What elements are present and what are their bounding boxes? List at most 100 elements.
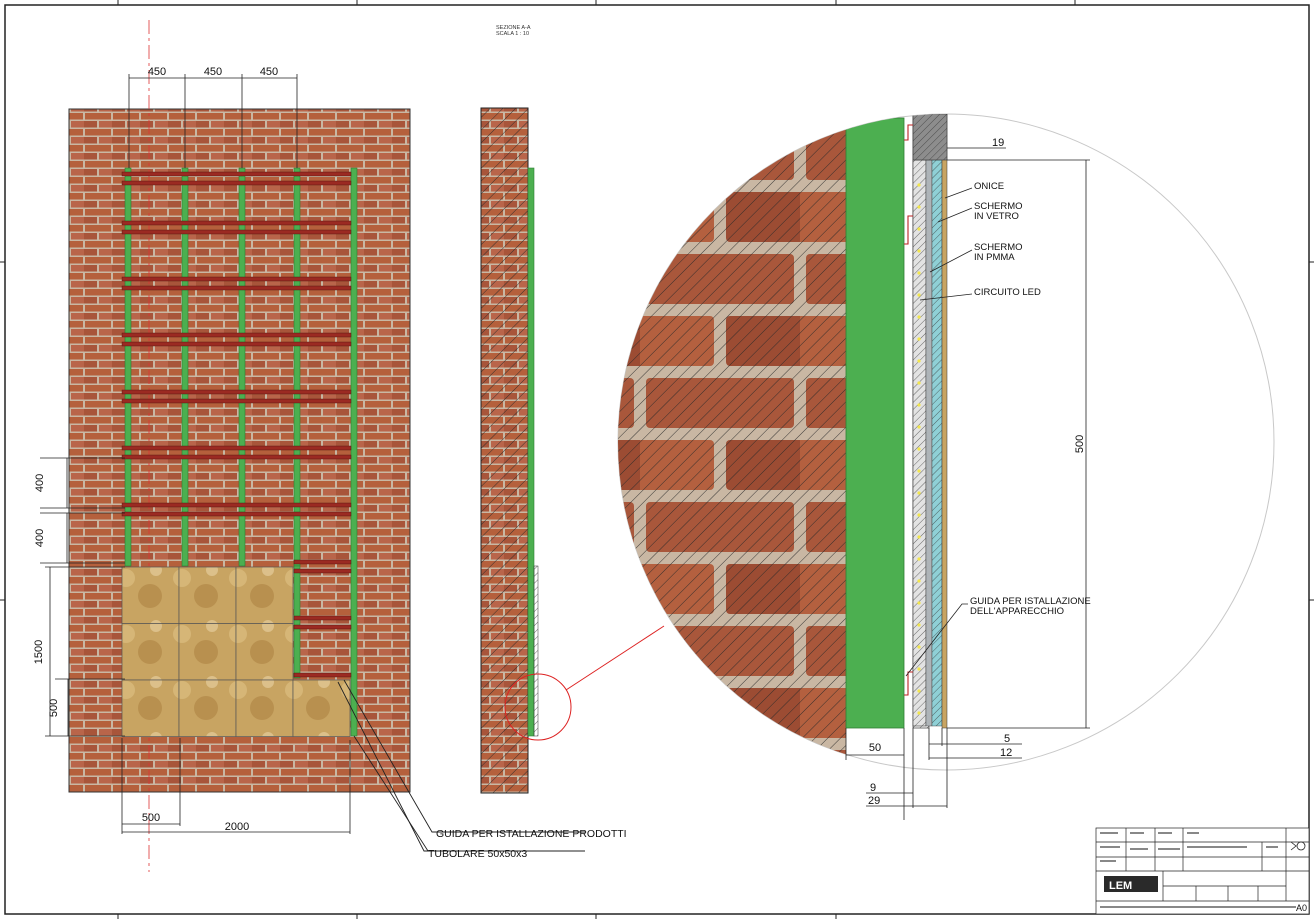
red-rail [121, 445, 352, 451]
led-dot [917, 469, 921, 473]
dim-bottom-2000: 2000 [225, 821, 249, 833]
dim-29: 29 [868, 795, 880, 807]
dim-bottom-500: 500 [142, 812, 160, 824]
callout-guide: GUIDA PER ISTALLAZIONE PRODOTTI [436, 828, 627, 840]
red-rail [293, 672, 352, 678]
detail-marker [504, 673, 572, 741]
onyx-panel [178, 679, 237, 737]
red-rail [121, 502, 352, 508]
led-dot [917, 359, 921, 363]
side-section: SEZIONE A-A SCALA 1 : 10 [480, 25, 665, 794]
onyx-panel [235, 679, 294, 737]
label-guida-1: GUIDA PER ISTALLAZIONE [970, 596, 1091, 607]
green-upright [293, 565, 301, 679]
dim-left-1500: 1500 [33, 640, 45, 664]
red-rails [121, 171, 352, 678]
red-rail [293, 615, 352, 621]
led-dot [917, 557, 921, 561]
callout-leaders [337, 679, 585, 852]
section-title: SEZIONE A-A [496, 25, 531, 31]
detail-onyx [941, 114, 948, 729]
led-dot [917, 645, 921, 649]
company-logo: LEM [1104, 876, 1158, 892]
green-upright [350, 167, 358, 737]
onyx-panel [178, 623, 237, 681]
led-dot [917, 227, 921, 231]
section-panel [533, 565, 539, 737]
onyx-panel [235, 566, 294, 624]
label-vetro-1: SCHERMO [974, 201, 1023, 212]
title-block-fine-lines [1100, 832, 1296, 908]
red-rail [293, 559, 352, 565]
onyx-panel [121, 679, 180, 737]
dim-5: 5 [1004, 733, 1010, 745]
onyx-panel [292, 679, 351, 737]
led-dot [917, 205, 921, 209]
label-leaders [905, 187, 973, 677]
onyx-panel [121, 566, 180, 624]
sheet-border [4, 4, 1310, 915]
led-dot [917, 579, 921, 583]
label-guida-2: DELL'APPARECCHIO [970, 606, 1064, 617]
red-rail [293, 568, 352, 574]
detail-view: 19 500 50 5 12 9 29 ONICE SCHERMO IN VET… [617, 113, 1275, 820]
projection-symbol [1290, 841, 1306, 851]
dimension-bottom [121, 738, 351, 834]
dim-left-500: 500 [48, 699, 60, 717]
detail-green-tube [845, 117, 905, 729]
dim-9: 9 [870, 782, 876, 794]
section-scale: SCALA 1 : 10 [496, 31, 529, 37]
section-upright [527, 167, 535, 737]
sheet-size: A0 [1296, 903, 1307, 913]
detail-leader [565, 625, 665, 691]
red-rail [121, 511, 352, 517]
led-dot [917, 425, 921, 429]
led-dot [917, 381, 921, 385]
led-dot [917, 183, 921, 187]
onyx-panels [121, 566, 351, 737]
dimension-left [40, 457, 125, 737]
onyx-panel [235, 623, 294, 681]
label-pmma-1: SCHERMO [974, 242, 1023, 253]
detail-dimensions [845, 147, 1090, 820]
detail-clips [904, 124, 913, 696]
red-rail [121, 285, 352, 291]
label-onice: ONICE [974, 181, 1004, 192]
led-dot [917, 447, 921, 451]
red-rail [121, 171, 352, 177]
red-rail [121, 389, 352, 395]
detail-pmma [925, 159, 933, 727]
led-dot [917, 513, 921, 517]
red-rail [121, 341, 352, 347]
led-dot [917, 403, 921, 407]
led-dot [917, 491, 921, 495]
front-elevation: 450 450 450 400 400 1500 500 500 2000 [33, 20, 627, 872]
green-uprights [124, 167, 358, 737]
led-dots [917, 183, 921, 715]
led-dot [917, 315, 921, 319]
green-upright [124, 167, 132, 567]
dim-left-400b: 400 [34, 529, 46, 547]
dim-500: 500 [1074, 435, 1086, 453]
dim-50: 50 [869, 742, 881, 754]
label-led: CIRCUITO LED [974, 287, 1041, 298]
dim-left-400a: 400 [34, 474, 46, 492]
callout-tube: TUBOLARE 50x50x3 [428, 848, 527, 860]
red-rail [121, 229, 352, 235]
onyx-panel [178, 566, 237, 624]
label-pmma-2: IN PMMA [974, 252, 1015, 263]
led-dot [917, 293, 921, 297]
dim-top-2: 450 [204, 66, 222, 78]
red-rail [121, 332, 352, 338]
led-dot [917, 337, 921, 341]
dim-top-3: 450 [260, 66, 278, 78]
dim-top-1: 450 [148, 66, 166, 78]
led-dot [917, 601, 921, 605]
onyx-panel [121, 623, 180, 681]
red-rail [293, 624, 352, 630]
red-rail [121, 454, 352, 460]
svg-text:LEM: LEM [1109, 880, 1132, 892]
title-block [1095, 827, 1310, 915]
